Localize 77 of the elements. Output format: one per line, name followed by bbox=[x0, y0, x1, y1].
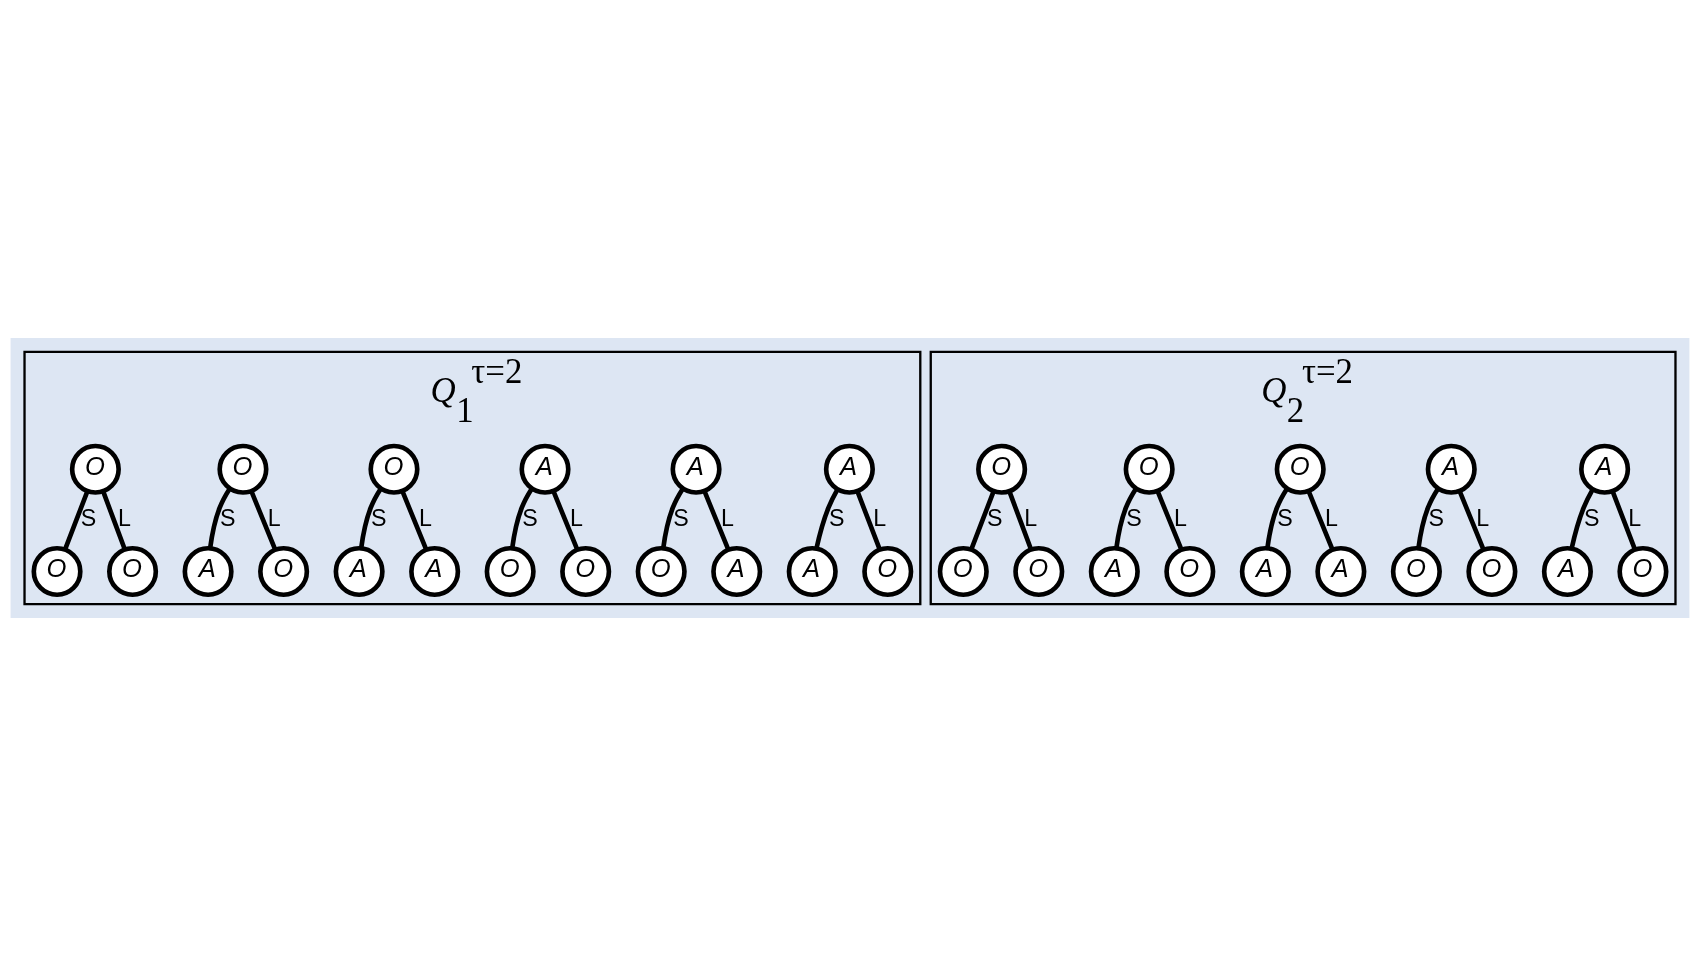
node-circle: O bbox=[862, 545, 914, 598]
node-circle: A bbox=[182, 545, 234, 598]
edge-label: S bbox=[220, 505, 236, 532]
edge-label: L bbox=[1476, 505, 1490, 532]
connector bbox=[1416, 487, 1440, 549]
connector bbox=[1569, 488, 1595, 549]
connector bbox=[101, 490, 127, 551]
node-circle: O bbox=[976, 443, 1028, 495]
node-circle: A bbox=[1425, 443, 1477, 495]
node-circle: O bbox=[635, 545, 687, 598]
connector bbox=[702, 490, 731, 551]
node-circle: O bbox=[69, 443, 121, 495]
edge-label: L bbox=[873, 505, 887, 532]
connector bbox=[358, 487, 383, 549]
node-circle: A bbox=[409, 545, 461, 598]
edge-label: S bbox=[1428, 505, 1444, 532]
edge-label: S bbox=[1277, 505, 1293, 532]
node-circle: A bbox=[1239, 545, 1291, 598]
node-circle: A bbox=[519, 443, 571, 495]
edge-label: L bbox=[569, 505, 583, 532]
node-circle: A bbox=[670, 443, 722, 495]
edge-label: L bbox=[1325, 505, 1339, 532]
node-circle: O bbox=[1390, 545, 1442, 598]
edge-label: L bbox=[267, 505, 281, 532]
node-circle: A bbox=[1315, 545, 1367, 598]
node-circle: A bbox=[711, 545, 763, 598]
node-circle: O bbox=[217, 443, 269, 495]
node-circle: O bbox=[1466, 545, 1518, 598]
connector bbox=[969, 490, 996, 551]
connector bbox=[62, 490, 90, 551]
connector bbox=[1114, 487, 1138, 549]
node-circle: O bbox=[107, 545, 159, 598]
connector bbox=[1007, 490, 1034, 551]
connector bbox=[1265, 487, 1289, 549]
node-circle: O bbox=[1164, 545, 1216, 598]
connector bbox=[814, 488, 840, 549]
edge-label: S bbox=[522, 505, 538, 532]
node-circle: A bbox=[786, 545, 838, 598]
node-circle: O bbox=[560, 545, 612, 598]
connector bbox=[1155, 490, 1184, 551]
edge-label: L bbox=[720, 505, 734, 532]
node-circle: A bbox=[1579, 443, 1631, 495]
node-circle: O bbox=[1013, 545, 1065, 598]
node-circle: O bbox=[258, 545, 310, 598]
node-circle: A bbox=[823, 443, 875, 495]
node-circle: O bbox=[1123, 443, 1175, 495]
node-circle: A bbox=[1088, 545, 1140, 598]
node-circle: O bbox=[937, 545, 989, 598]
edge-label: L bbox=[1628, 505, 1642, 532]
edge-label: S bbox=[80, 505, 97, 532]
edge-label: S bbox=[1126, 505, 1142, 532]
connector bbox=[509, 487, 534, 549]
node-circle: A bbox=[333, 545, 385, 598]
connector bbox=[207, 487, 232, 549]
edge-label: L bbox=[418, 505, 432, 532]
edge-label: L bbox=[1024, 505, 1038, 532]
connector bbox=[249, 490, 278, 551]
node-circle: O bbox=[368, 443, 420, 495]
connector bbox=[855, 490, 882, 551]
node-circle: O bbox=[1617, 545, 1669, 598]
node-circle: O bbox=[31, 545, 83, 598]
node-circle: O bbox=[1274, 443, 1326, 495]
edge-label: L bbox=[117, 505, 131, 532]
connector bbox=[1457, 490, 1486, 551]
edge-label: S bbox=[1584, 505, 1600, 532]
edge-label: S bbox=[828, 505, 845, 532]
node-circle: A bbox=[1541, 545, 1593, 598]
connector bbox=[551, 490, 580, 551]
edge-label: S bbox=[986, 505, 1003, 532]
edge-label: S bbox=[371, 505, 387, 532]
connector bbox=[1306, 490, 1335, 551]
connector bbox=[400, 490, 429, 551]
node-circle: O bbox=[484, 545, 536, 598]
edge-label: L bbox=[1174, 505, 1187, 532]
edge-label: S bbox=[673, 505, 689, 532]
connector bbox=[1610, 490, 1638, 551]
connector bbox=[660, 487, 685, 549]
